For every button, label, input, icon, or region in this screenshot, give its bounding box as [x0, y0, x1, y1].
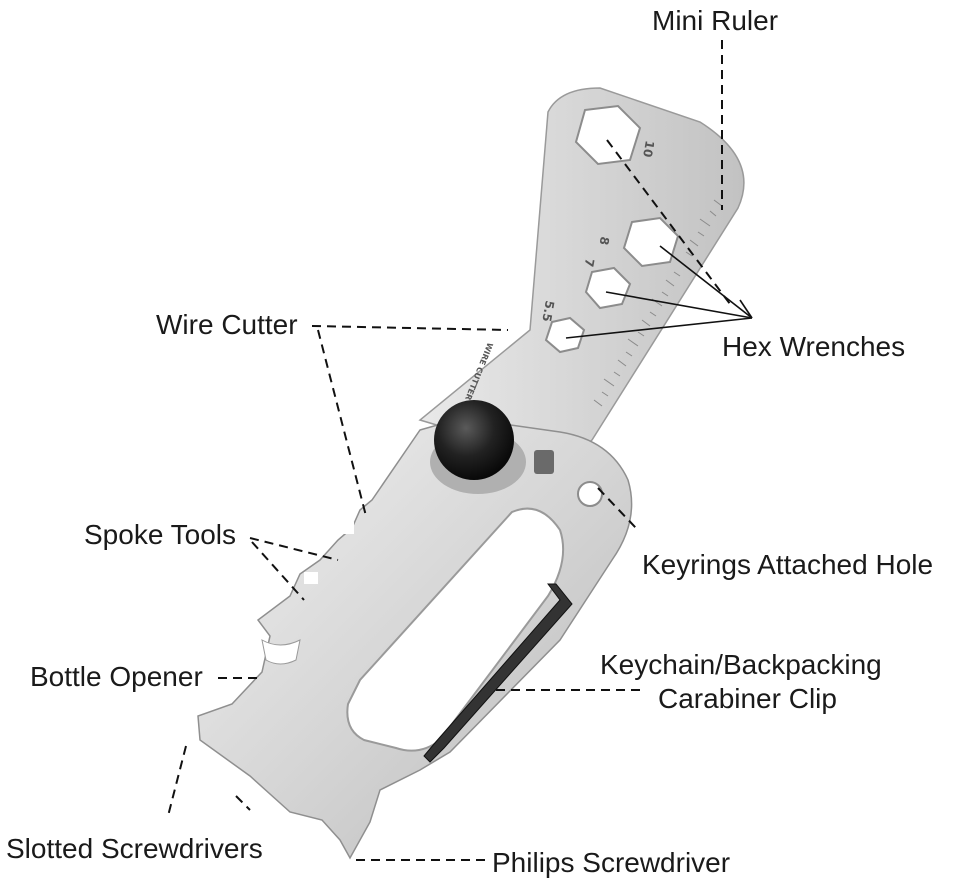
carabiner-body — [197, 400, 633, 860]
labels: Mini Ruler Hex Wrenches Wire Cutter Spok… — [6, 5, 933, 878]
label-slotted-screwdrivers: Slotted Screwdrivers — [6, 833, 263, 864]
carabiner-wire-gate — [423, 583, 573, 763]
label-mini-ruler: Mini Ruler — [652, 5, 778, 36]
hex-wrench-5-5 — [544, 316, 586, 354]
label-bottle-opener: Bottle Opener — [30, 661, 203, 692]
spoke-notch — [340, 522, 354, 534]
label-keychain-backpacking: Keychain/Backpacking — [600, 649, 882, 680]
bottle-opener-notch — [261, 639, 301, 665]
hex-wrench-8 — [622, 216, 680, 268]
mini-ruler-scale — [593, 199, 723, 407]
label-wire-cutter: Wire Cutter — [156, 309, 298, 340]
label-spoke-tools: Spoke Tools — [84, 519, 236, 550]
size-10-engraving: 10 — [640, 139, 657, 158]
leader-lines — [167, 40, 753, 861]
hex-wrench-7 — [584, 266, 632, 310]
label-hex-wrenches: Hex Wrenches — [722, 331, 905, 362]
size-8-engraving: 8 — [597, 235, 612, 246]
size-5-5-engraving: 5.5 — [539, 299, 556, 322]
size-7-engraving: 7 — [582, 257, 597, 268]
label-carabiner-clip: Carabiner Clip — [658, 683, 837, 714]
keyring-hole — [577, 481, 603, 507]
label-keyrings-attached-hole: Keyrings Attached Hole — [642, 549, 933, 580]
pivot-knob — [434, 400, 514, 480]
hex-wrench-10 — [574, 104, 642, 166]
pivot-pin — [534, 450, 554, 474]
spoke-notch — [304, 572, 318, 584]
label-philips-screwdriver: Philips Screwdriver — [492, 847, 730, 878]
